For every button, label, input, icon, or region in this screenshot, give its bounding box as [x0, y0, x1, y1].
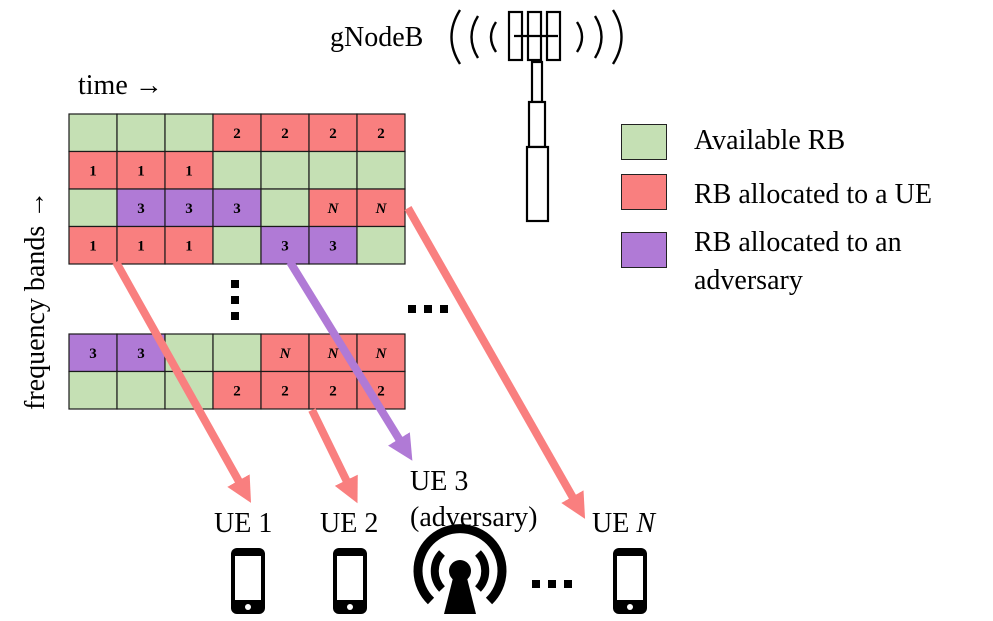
ue2-label: UE 2 [320, 508, 379, 539]
ueN-label-prefix: UE [592, 508, 637, 539]
rb-bottom-cell-label-r1-c4: 2 [281, 383, 289, 399]
legend-swatch-ue [621, 174, 667, 210]
adversary-antenna-icon [413, 524, 507, 614]
phone-icon [613, 548, 647, 614]
rb-bottom-cell-r0-c6 [356, 333, 406, 373]
rb-bottom-cell-label-r0-c6: N [375, 346, 388, 362]
rb-top-cell-r1-c3 [212, 150, 262, 190]
rb-top-cell-label-r2-c5: N [327, 201, 340, 217]
legend-label-adversary-line2: adversary [694, 265, 803, 296]
arrow-ueN [404, 206, 586, 519]
radio-waves-icon [450, 9, 623, 65]
legend-label-available: Available RB [694, 125, 846, 156]
rb-top-cell-r3-c5 [308, 225, 358, 265]
rb-bottom-cell-r1-c0 [68, 370, 118, 410]
ue3-label-line1: UE 3 [410, 466, 469, 497]
rb-top-cell-r3-c3 [212, 225, 262, 265]
rb-bottom-cell-label-r1-c6: 2 [377, 383, 385, 399]
rb-top-cell-label-r0-c5: 2 [329, 126, 337, 142]
rb-top-cell-r0-c0 [68, 113, 118, 153]
legend-label-adversary-line1: RB allocated to an [694, 227, 902, 258]
ue1-label: UE 1 [214, 508, 273, 539]
rb-bottom-cell-label-r1-c5: 2 [329, 383, 337, 399]
rb-bottom-cell-r1-c1 [116, 370, 166, 410]
ueN-label-index: N [636, 508, 656, 539]
ue-devices [231, 548, 647, 614]
gnodeb-tower-icon [507, 10, 562, 223]
rb-top-cell-r3-c0 [68, 225, 118, 265]
rb-bottom-cell-label-r0-c4: N [279, 346, 292, 362]
rb-top-cell-r1-c0 [68, 150, 118, 190]
rb-top-cell-label-r3-c1: 1 [137, 238, 145, 254]
ue3-label-line2: (adversary) [410, 502, 538, 533]
rb-top-cell-label-r1-c1: 1 [137, 163, 145, 179]
arrow-ue2 [308, 408, 358, 504]
rb-top-cell-label-r1-c0: 1 [89, 163, 97, 179]
rb-top-cell-r2-c6 [356, 188, 406, 228]
rb-top-cell-r1-c1 [116, 150, 166, 190]
rb-top-cell-r3-c1 [116, 225, 166, 265]
rb-top-cell-label-r1-c2: 1 [185, 163, 193, 179]
phone-icon [333, 548, 367, 614]
allocation-arrows [112, 206, 586, 519]
ue-ellipsis [532, 580, 572, 588]
rb-top-cell-r2-c4 [260, 188, 310, 228]
rb-top-cell-r3-c6 [356, 225, 406, 265]
rb-bottom-cell-label-r0-c0: 3 [89, 346, 97, 362]
rb-top-cell-r1-c4 [260, 150, 310, 190]
rb-top-cell-r1-c6 [356, 150, 406, 190]
arrow-ue3 [286, 259, 413, 461]
rb-top-cell-label-r2-c3: 3 [233, 201, 241, 217]
rb-grid-top: 2 2 2 2 1 1 1 3 3 3 N N 1 1 1 3 3 [68, 113, 406, 265]
rb-top-cell-label-r2-c2: 3 [185, 201, 193, 217]
rb-top-cell-label-r3-c2: 1 [185, 238, 193, 254]
ueN-label: UE N [592, 508, 655, 540]
rb-bottom-cell-r1-c4 [260, 370, 310, 410]
legend-label-ue: RB allocated to a UE [694, 179, 932, 210]
rb-bottom-cell-label-r0-c1: 3 [137, 346, 145, 362]
vertical-ellipsis [231, 280, 239, 320]
frequency-axis-label: frequency bands → [20, 191, 51, 410]
time-axis-label: time → [78, 70, 163, 101]
rb-top-cell-r2-c1 [116, 188, 166, 228]
phone-icon [231, 548, 265, 614]
horizontal-ellipsis [408, 305, 448, 313]
rb-bottom-cell-r0-c4 [260, 333, 310, 373]
legend-swatch-available [621, 124, 667, 160]
rb-top-cell-label-r3-c5: 3 [329, 238, 337, 254]
rb-bottom-cell-r1-c5 [308, 370, 358, 410]
rb-bottom-cell-label-r0-c5: N [327, 346, 340, 362]
rb-top-cell-r3-c2 [164, 225, 214, 265]
rb-top-cell-label-r3-c0: 1 [89, 238, 97, 254]
rb-top-cell-label-r2-c6: N [375, 201, 388, 217]
rb-top-cell-label-r0-c6: 2 [377, 126, 385, 142]
rb-bottom-cell-r0-c3 [212, 333, 262, 373]
rb-top-cell-r0-c6 [356, 113, 406, 153]
rb-top-cell-label-r3-c4: 3 [281, 238, 289, 254]
rb-top-cell-r2-c3 [212, 188, 262, 228]
rb-bottom-cell-label-r1-c3: 2 [233, 383, 241, 399]
rb-top-cell-label-r0-c4: 2 [281, 126, 289, 142]
rb-top-cell-r2-c0 [68, 188, 118, 228]
legend-swatch-adversary [621, 232, 667, 268]
rb-top-cell-label-r2-c1: 3 [137, 201, 145, 217]
rb-top-cell-r2-c2 [164, 188, 214, 228]
rb-top-cell-r0-c2 [164, 113, 214, 153]
rb-top-cell-r0-c1 [116, 113, 166, 153]
rb-top-cell-label-r0-c3: 2 [233, 126, 241, 142]
gnodeb-label: gNodeB [330, 22, 424, 53]
rb-top-cell-r1-c5 [308, 150, 358, 190]
arrow-ue1 [112, 260, 252, 503]
rb-top-cell-r0-c5 [308, 113, 358, 153]
